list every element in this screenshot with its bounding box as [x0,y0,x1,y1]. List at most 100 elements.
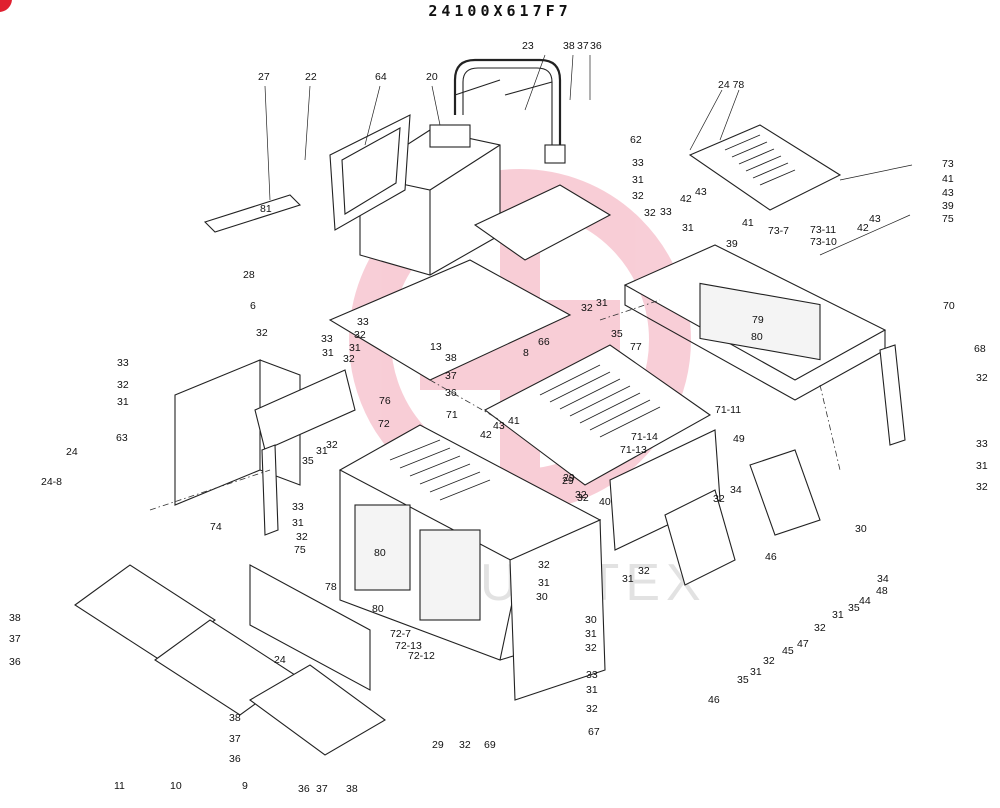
callout-label: 32 [575,489,587,501]
callout-label: 24 78 [718,79,744,91]
callout-label: 31 [586,684,598,696]
callout-labels: 23 38 37 36 27 22 64 20 24 78 62 33 31 3… [9,40,988,795]
callout-label: 46 [765,551,777,563]
callout-label: 27 [258,71,270,83]
callout-label: 40 [599,496,611,508]
callout-label: 9 [242,780,248,792]
callout-label: 38 [346,783,358,795]
callout-label: 71 [446,409,458,421]
callout-label: 38 [563,40,575,52]
callout-label: 43 [869,213,881,225]
callout-label: 64 [375,71,387,83]
callout-label: 33 [586,669,598,681]
part-rollover-frame [453,58,566,164]
callout-label: 13 [430,341,442,353]
callout-label: 32 [581,302,593,314]
callout-label: 29 [432,739,444,751]
callout-label: 43 [695,186,707,198]
callout-label: 34 [877,573,889,585]
callout-label: 80 [372,603,384,615]
part-cover-plate [203,194,302,233]
callout-label: 41 [942,173,954,185]
callout-label: 35 [611,328,623,340]
callout-label: 36 [445,387,457,399]
callout-label: 35 [302,455,314,467]
callout-label: 44 [859,595,871,607]
callout-label: 72 [378,418,390,430]
callout-label: 31 [632,174,644,186]
callout-label: 49 [733,433,745,445]
callout-label: 31 [750,666,762,678]
callout-label: 32 [713,493,725,505]
callout-label: 36 [9,656,21,668]
callout-label: 31 [538,577,550,589]
callout-label: 81 [260,203,272,215]
callout-label: 71-14 [631,431,658,443]
part-hood-grille [483,344,712,486]
callout-label: 42 [857,222,869,234]
callout-label: 37 [9,633,21,645]
callout-label: 36 [590,40,602,52]
callout-label: 37 [577,40,589,52]
callout-label: 32 [326,439,338,451]
part-side-door [249,564,371,691]
callout-label: 24 [66,446,78,458]
callout-label: 30 [536,591,548,603]
callout-label: 47 [797,638,809,650]
callout-label: 29 [562,475,574,487]
callout-label: 35 [737,674,749,686]
callout-label: 36 [229,753,241,765]
callout-label: 32 [763,655,775,667]
callout-label: 6 [250,300,256,312]
callout-label: 71-13 [620,444,647,456]
callout-label: 45 [782,645,794,657]
callout-label: 43 [942,187,954,199]
callout-label: 73-11 [810,224,836,236]
callout-label: 37 [229,733,241,745]
callout-label: 38 [9,612,21,624]
callout-label: 30 [585,614,597,626]
part-plate-48 [749,449,821,536]
callout-label: 30 [855,523,867,535]
callout-label: 78 [325,581,337,593]
callout-label: 75 [294,544,306,556]
drawing-number: 24100X617F7 [428,2,572,20]
callout-label: 32 [256,327,268,339]
callout-label: 73-10 [810,236,837,248]
callout-label: 33 [357,316,369,328]
callout-label: 32 [354,329,366,341]
callout-label: 31 [976,460,988,472]
callout-label: 31 [682,222,694,234]
part-top-plate [473,184,612,261]
callout-label: 31 [316,445,328,457]
callout-label: 32 [459,739,471,751]
callout-label: 39 [942,200,954,212]
callout-label: 28 [243,269,255,281]
callout-label: 71-11 [715,404,741,416]
callout-label: 22 [305,71,317,83]
callout-label: 31 [832,609,844,621]
callout-label: 35 [848,602,860,614]
callout-label: 72-13 [395,640,422,652]
callout-label: 31 [349,342,361,354]
callout-label: 31 [596,297,608,309]
callout-label: 32 [343,353,355,365]
callout-label: 8 [523,347,529,359]
callout-label: 48 [876,585,888,597]
part-bracket [254,369,356,451]
callout-label: 33 [117,357,129,369]
callout-label: 79 [752,314,764,326]
callout-label: 73 [942,158,954,170]
callout-label: 32 [976,372,988,384]
callout-label: 31 [585,628,597,640]
callout-label: 11 [114,780,125,792]
callout-label: 29 [563,472,575,484]
callout-label: 42 [680,193,692,205]
callout-label: 32 [814,622,826,634]
callout-label: 33 [660,206,672,218]
callout-label: 32 [976,481,988,493]
part-door-panel [329,114,411,231]
callout-label: 24 [274,654,286,666]
part-side-panel [609,429,721,551]
